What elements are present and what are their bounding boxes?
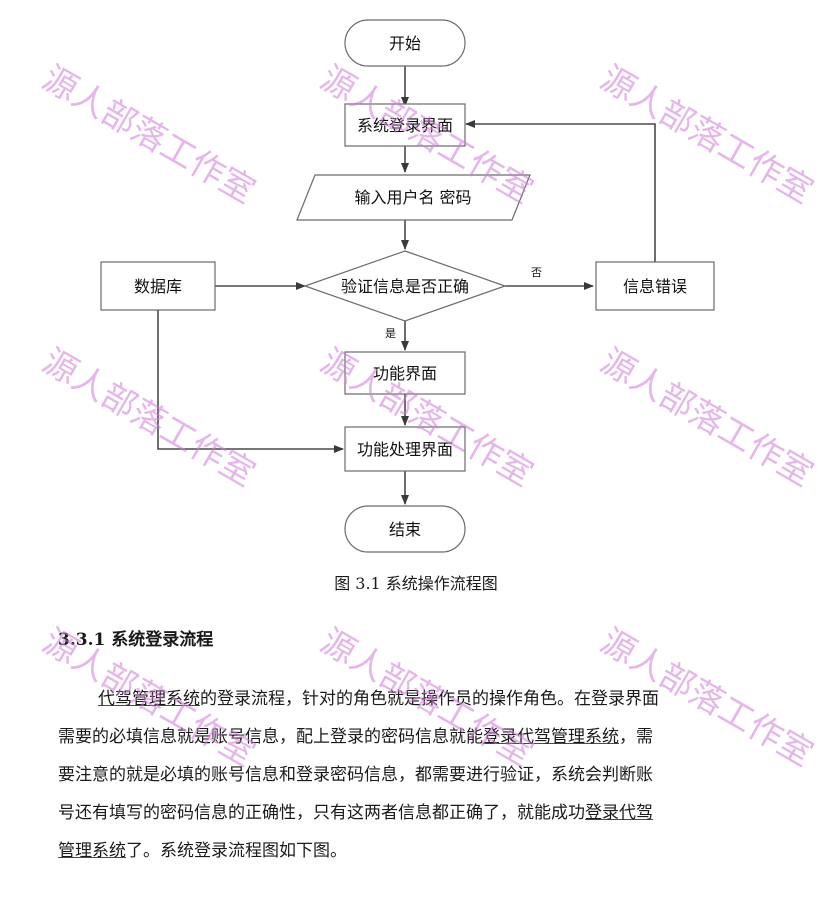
paragraph-text: ，需 — [619, 727, 653, 747]
paragraph-text: 了。系统登录流程图如下图。 — [126, 841, 347, 861]
paragraph-line-5: 管理系统了。系统登录流程图如下图。 — [58, 832, 758, 870]
paragraph-text: 需要的必填信息就是账号信息，配上登录的密码信息就能 — [58, 727, 483, 747]
start-node: 开始 — [344, 19, 466, 67]
process-label: 功能处理界面 — [357, 440, 453, 459]
link-login-system-2[interactable]: 登录代驾 — [585, 803, 653, 823]
input-node: 输入用户名 密码 — [296, 174, 531, 221]
process-node: 功能处理界面 — [344, 426, 466, 472]
start-label: 开始 — [389, 34, 421, 53]
input-label: 输入用户名 密码 — [354, 188, 471, 207]
database-label: 数据库 — [134, 277, 182, 296]
verify-label: 验证信息是否正确 — [341, 277, 469, 296]
login-label: 系统登录界面 — [357, 116, 453, 135]
link-management-system[interactable]: 管理系统 — [58, 841, 126, 861]
end-label: 结束 — [389, 520, 421, 539]
paragraph-line-1: 代驾管理系统的登录流程，针对的角色就是操作员的操作角色。在登录界面 — [58, 680, 758, 718]
verify-node: 验证信息是否正确 — [303, 250, 507, 322]
error-node: 信息错误 — [595, 261, 715, 311]
function-node: 功能界面 — [344, 351, 466, 395]
paragraph-line-4: 号还有填写的密码信息的正确性，只有这两者信息都正确了，就能成功登录代驾 — [58, 794, 758, 832]
paragraph-line-3: 要注意的就是必填的账号信息和登录密码信息，都需要进行验证，系统会判断账 — [58, 765, 653, 785]
flowchart: 开始 系统登录界面 输入用户名 密码 验证信息是否正确 数据库 信息错误 功能界… — [100, 19, 715, 553]
flow-edges — [157, 66, 656, 505]
no-label: 否 — [531, 266, 542, 279]
section-paragraph: 代驾管理系统的登录流程，针对的角色就是操作员的操作角色。在登录界面 需要的必填信… — [58, 680, 758, 870]
end-node: 结束 — [344, 505, 466, 553]
section-heading: 3.3.1 系统登录流程 — [58, 630, 214, 650]
login-node: 系统登录界面 — [344, 103, 466, 147]
error-label: 信息错误 — [623, 277, 687, 296]
link-login-system[interactable]: 登录代驾管理系统 — [483, 727, 619, 747]
figure-caption: 图 3.1 系统操作流程图 — [334, 574, 498, 593]
paragraph-line-2: 需要的必填信息就是账号信息，配上登录的密码信息就能登录代驾管理系统，需 — [58, 718, 758, 756]
link-system-name[interactable]: 代驾管理系统 — [98, 689, 200, 709]
function-label: 功能界面 — [373, 364, 437, 383]
yes-label: 是 — [385, 327, 396, 340]
database-node: 数据库 — [100, 261, 216, 311]
paragraph-text: 号还有填写的密码信息的正确性，只有这两者信息都正确了，就能成功 — [58, 803, 585, 823]
paragraph-text: 的登录流程，针对的角色就是操作员的操作角色。在登录界面 — [200, 689, 659, 709]
